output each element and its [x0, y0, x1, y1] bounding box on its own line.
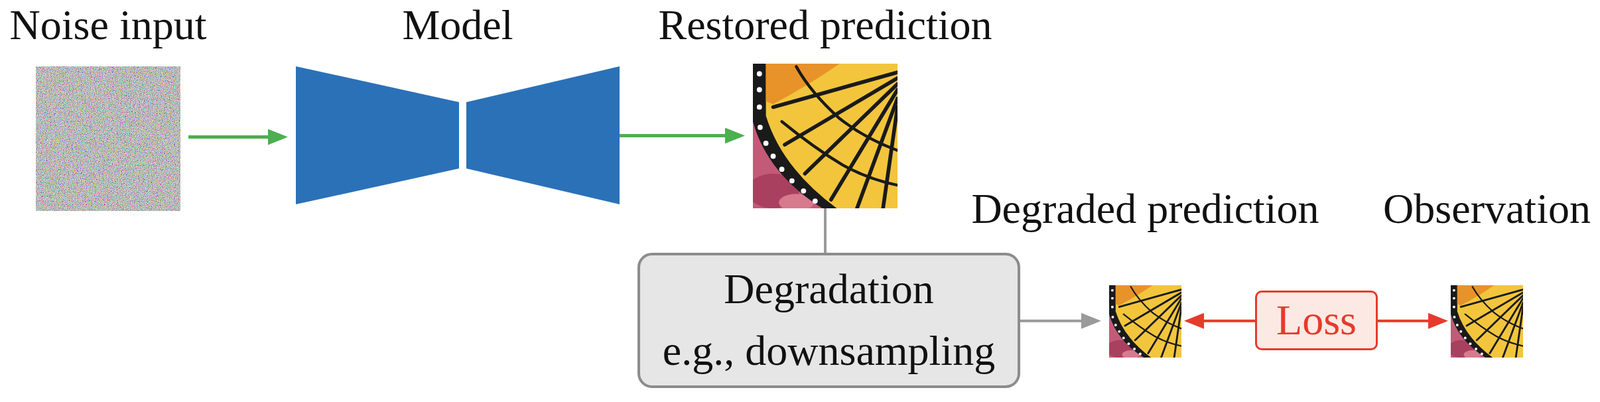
degraded-image: [1106, 285, 1182, 359]
observation-image: [1448, 285, 1524, 359]
heading-label: Degraded prediction: [971, 182, 1319, 236]
box-label: Degradation: [723, 258, 934, 321]
decoder-shape: [466, 66, 620, 205]
image-node: Observation: [1450, 285, 1524, 358]
connector-arrow: [619, 133, 741, 138]
heading-label: Noise input: [9, 0, 207, 52]
box-label: e.g., downsampling: [662, 320, 996, 383]
image-node: Noise input: [35, 66, 181, 211]
image-node: Degraded prediction: [1109, 285, 1182, 358]
heading-label: Restored prediction: [658, 0, 993, 52]
heading-label: Observation: [1383, 182, 1591, 236]
process-box: Degradatione.g., downsampling: [637, 252, 1021, 389]
encoder-shape: [295, 66, 460, 205]
heading-label: Model: [401, 0, 513, 52]
image-node: Model: [295, 66, 620, 205]
connector-arrow: [1020, 319, 1098, 323]
connector-arrow: [1188, 319, 1256, 323]
connector-arrow: [823, 208, 827, 253]
connector-arrow: [1377, 319, 1445, 323]
image-node: Restored prediction: [752, 63, 898, 209]
noise-image: [35, 66, 181, 211]
process-box: Loss: [1255, 290, 1378, 351]
connector-arrow: [188, 135, 284, 139]
restored-image: [746, 63, 898, 211]
box-label: Loss: [1276, 295, 1357, 345]
